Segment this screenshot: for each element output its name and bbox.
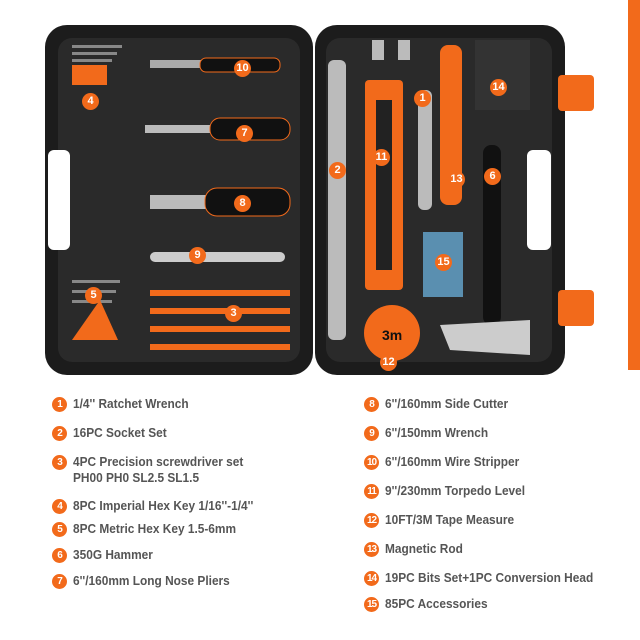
tape-measure	[364, 305, 420, 361]
magnetic-rod	[440, 45, 462, 205]
legend-item: 11 9''/230mm Torpedo Level	[364, 483, 532, 499]
bit-set	[475, 40, 530, 110]
legend-number-badge: 10	[364, 455, 379, 470]
legend-text: 1/4'' Ratchet Wrench	[73, 397, 189, 411]
legend-text: 8PC Metric Hex Key 1.5-6mm	[73, 522, 237, 536]
callout-badge-8: 8	[234, 195, 251, 212]
callout-badge-14: 14	[490, 79, 507, 96]
case-handle-slot-right	[527, 150, 551, 250]
orange-edge	[628, 0, 640, 370]
legend-number-badge: 9	[364, 426, 379, 441]
tape-measure-label: 3m	[382, 327, 402, 343]
legend-text: 10FT/3M Tape Measure	[385, 513, 515, 527]
callout-badge-11: 11	[373, 149, 390, 166]
legend-item: 1 1/4'' Ratchet Wrench	[52, 396, 195, 412]
legend-item: 2 16PC Socket Set	[52, 425, 172, 441]
callout-badge-10: 10	[234, 60, 251, 77]
legend-text: 9''/230mm Torpedo Level	[385, 484, 526, 498]
legend-text: 16PC Socket Set	[73, 426, 167, 440]
legend-item: 14 19PC Bits Set+1PC Conversion Head	[364, 570, 604, 586]
legend-item: 13 Magnetic Rod	[364, 541, 467, 557]
legend-text: 6''/150mm Wrench	[385, 426, 489, 440]
callout-badge-7: 7	[236, 125, 253, 142]
legend-item: 6 350G Hammer	[52, 547, 157, 563]
callout-badge-15: 15	[435, 254, 452, 271]
legend-number-badge: 4	[52, 499, 67, 514]
legend-item: 10 6''/160mm Wire Stripper	[364, 454, 526, 470]
legend-item: 4 8PC Imperial Hex Key 1/16''-1/4''	[52, 498, 263, 514]
legend-number-badge: 15	[364, 597, 379, 612]
legend-number-badge: 8	[364, 397, 379, 412]
legend-text: 85PC Accessories	[385, 597, 488, 611]
legend-text: 19PC Bits Set+1PC Conversion Head	[385, 571, 594, 585]
socket-set	[328, 40, 410, 340]
legend-text: 350G Hammer	[73, 548, 153, 562]
pliers-and-cutters	[145, 57, 291, 350]
callout-badge-4: 4	[82, 93, 99, 110]
callout-badge-2: 2	[329, 162, 346, 179]
callout-badge-5: 5	[85, 287, 102, 304]
legend-item: 8 6''/160mm Side Cutter	[364, 396, 515, 412]
legend-item: 7 6''/160mm Long Nose Pliers	[52, 573, 238, 589]
legend-text: Magnetic Rod	[385, 542, 463, 556]
callout-badge-1: 1	[414, 90, 431, 107]
hammer	[483, 145, 501, 325]
legend-number-badge: 3	[52, 455, 67, 470]
legend-text: 6''/160mm Wire Stripper	[385, 455, 520, 469]
legend-number-badge: 13	[364, 542, 379, 557]
legend-number-badge: 5	[52, 522, 67, 537]
callout-badge-13: 13	[448, 171, 465, 188]
legend-item: 9 6''/150mm Wrench	[364, 425, 494, 441]
legend-number-badge: 2	[52, 426, 67, 441]
legend-number-badge: 1	[52, 397, 67, 412]
callout-badge-9: 9	[189, 247, 206, 264]
legend-number-badge: 6	[52, 548, 67, 563]
legend-number-badge: 14	[364, 571, 379, 586]
legend-item: 12 10FT/3M Tape Measure	[364, 512, 521, 528]
case-handle-slot-left	[48, 150, 70, 250]
legend-number-badge: 11	[364, 484, 379, 499]
legend-item: 5 8PC Metric Hex Key 1.5-6mm	[52, 521, 245, 537]
legend-number-badge: 12	[364, 513, 379, 528]
legend-number-badge: 7	[52, 574, 67, 589]
tool-case-photo: 3m	[45, 0, 640, 375]
callout-badge-12: 12	[380, 354, 397, 371]
callout-badge-3: 3	[225, 305, 242, 322]
ratchet-wrench	[418, 90, 432, 210]
latch-top	[558, 75, 594, 111]
latch-bottom	[558, 290, 594, 326]
legend-item: 15 85PC Accessories	[364, 596, 493, 612]
callout-badge-6: 6	[484, 168, 501, 185]
legend-text: 8PC Imperial Hex Key 1/16''-1/4''	[73, 499, 254, 513]
legend-text: 6''/160mm Side Cutter	[385, 397, 509, 411]
legend-text: 6''/160mm Long Nose Pliers	[73, 574, 230, 588]
